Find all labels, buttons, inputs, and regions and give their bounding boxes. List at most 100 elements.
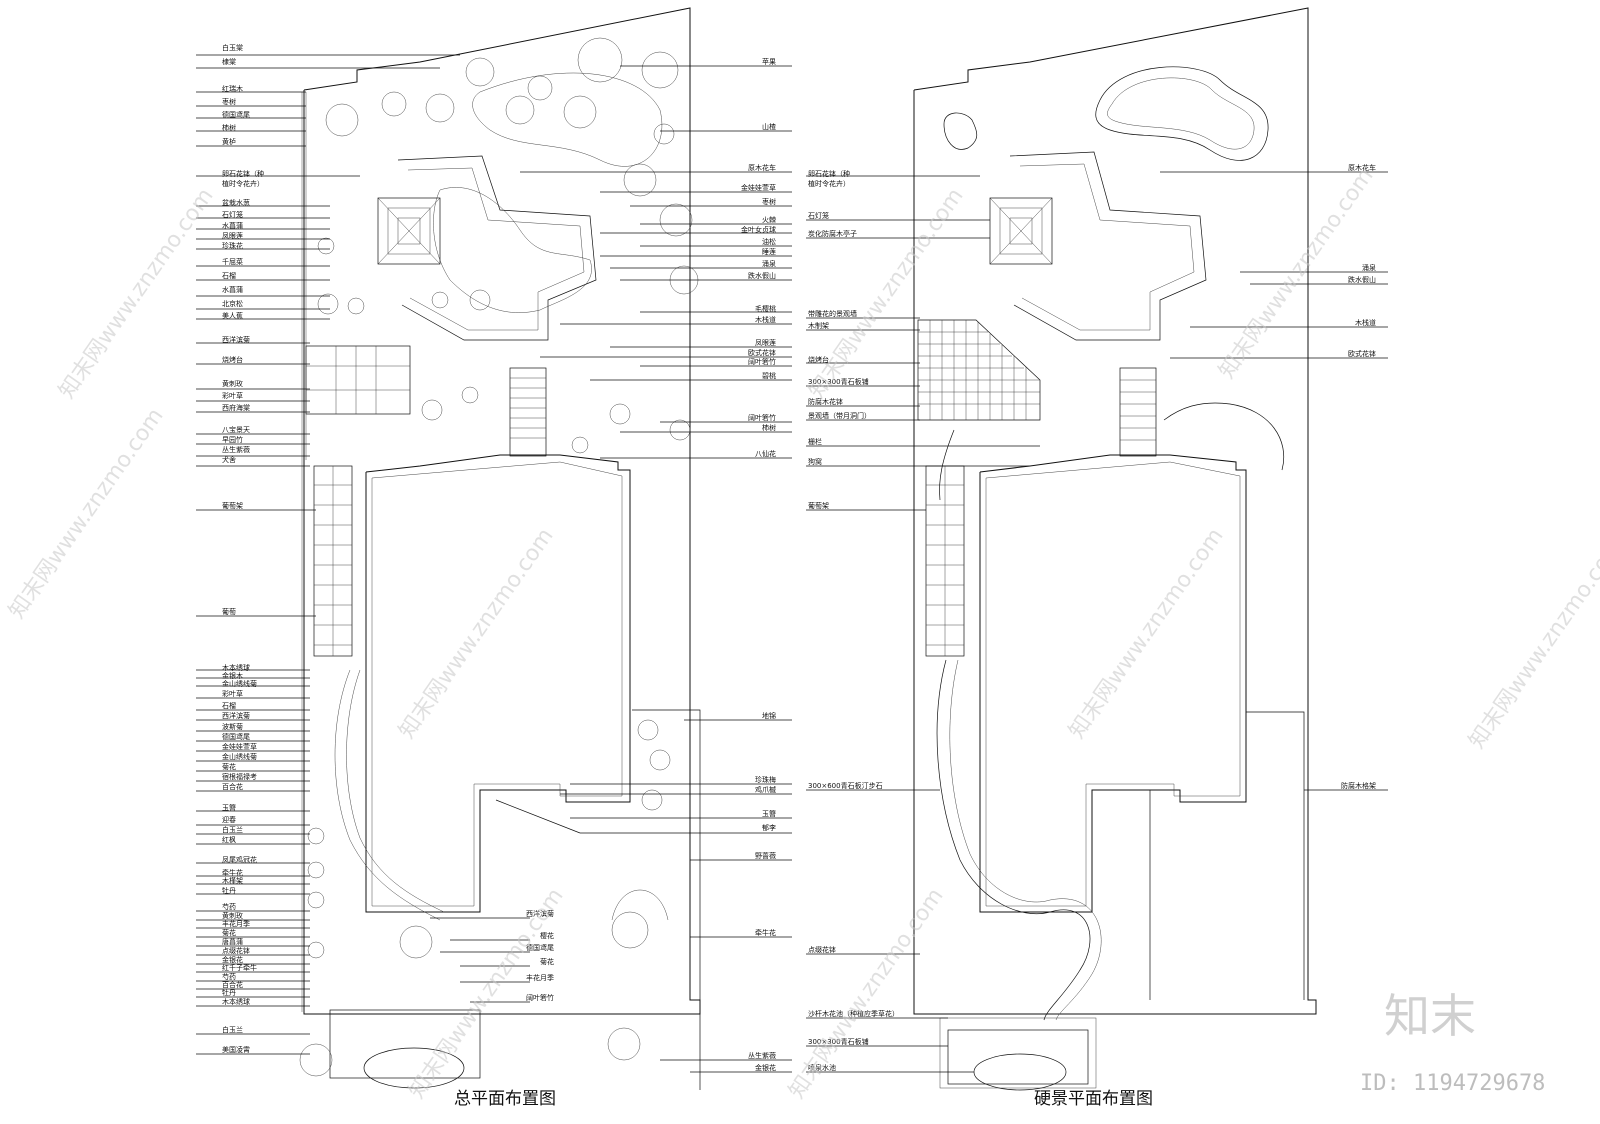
plan-label: 金娃娃萱草: [222, 742, 257, 751]
plan-label: 金银花: [222, 955, 243, 964]
plan-label: 金银木: [222, 671, 243, 680]
plan-label: 丛生紫薇: [222, 445, 250, 454]
watermark-site-2: 知末网www.znzmo.com: [394, 524, 558, 744]
plan-label: 睡莲: [762, 247, 776, 256]
plan-label: 沙杆木花池（种植应季草花）: [808, 1009, 899, 1018]
plan-label: 牡丹: [222, 886, 236, 895]
plan-label: 木本绣球: [222, 663, 250, 672]
plan-label: 美人蕉: [222, 311, 243, 320]
plan-label: 彩叶草: [222, 689, 243, 698]
plan-label: 景观墙（带月洞门）: [808, 411, 871, 420]
plan-label: 水菖蒲: [222, 221, 243, 230]
plan-label: 阔叶箬竹: [748, 413, 776, 422]
plan-label: 碧桃: [762, 371, 776, 380]
plan-label: 宿根福禄考: [222, 772, 257, 781]
plan-label: 石灯笼: [808, 211, 829, 220]
plan-label: 欧式花钵: [748, 348, 776, 357]
plan-label: 金叶女贞球: [741, 225, 776, 234]
plan-label: 波斯菊: [222, 722, 243, 731]
plan-label: 卵石花钵（种: [808, 169, 850, 178]
plan-label: 油松: [762, 237, 776, 246]
plan-label: 防腐木花钵: [808, 397, 843, 406]
plan-label: 阔叶箬竹: [748, 357, 776, 366]
plan-label: 芍药: [222, 902, 236, 911]
plan-label: 迎春: [222, 815, 236, 824]
watermark-site-3: 知末网www.znzmo.com: [804, 184, 968, 404]
plan-label: 西洋滨菊: [222, 711, 250, 720]
plan-label: 西洋滨菊: [222, 335, 250, 344]
plant-labels-master-right: 苹果山楂原木花车金娃娃萱草枣树火棘金叶女贞球油松睡莲涌泉跌水假山毛樱桃木栈道凤眼…: [741, 57, 776, 1072]
plan-label: 石榴: [222, 701, 236, 710]
hardscape-plan: [806, 7, 1388, 1091]
watermark-brand: 知末: [1384, 989, 1476, 1043]
plan-label: 木制架: [808, 321, 829, 330]
watermark-site-9: 知末网www.znzmo.com: [1464, 534, 1600, 754]
plan-label: 木槿架: [222, 876, 243, 885]
plan-label: 珍珠梅: [755, 775, 776, 784]
plan-label: 玉簪: [222, 803, 236, 812]
plan-label: 白玉兰: [222, 1025, 243, 1034]
plan-label: 点缀花钵: [808, 945, 836, 954]
plan-label: 300×300青石板铺: [808, 377, 869, 386]
plan-label: 黄刺玫: [222, 911, 243, 920]
plan-label: 石榴: [222, 271, 236, 280]
plan-label: 野蔷薇: [755, 851, 776, 860]
hardscape-plan-title: 硬景平面布置图: [1034, 1089, 1153, 1109]
plan-label: 黄栌: [222, 137, 236, 146]
plan-label: 金银花: [755, 1063, 776, 1072]
plan-label: 黄刺玫: [222, 379, 243, 388]
plan-label: 阔叶箬竹: [526, 993, 554, 1002]
plan-label: 木栈道: [755, 315, 776, 324]
plan-label: 犬舍: [222, 455, 236, 464]
plan-label: 樱花: [540, 931, 554, 940]
watermark: 知末网www.znzmo.com 知末网www.znzmo.com 知末网www…: [4, 164, 1600, 1104]
plan-label: 300×600青石板汀步石: [808, 781, 883, 790]
plan-label: 德国鸢尾: [222, 732, 250, 741]
plan-label: 盆栽水葱: [222, 198, 250, 207]
plan-label: 金娃娃萱草: [741, 183, 776, 192]
plan-label: 玉簪: [762, 809, 776, 818]
plan-label: 山楂: [762, 122, 776, 131]
plan-label: 菊花: [222, 928, 236, 937]
watermark-site-1: 知末网www.znzmo.com: [54, 184, 218, 404]
plan-label: 300×300青石板铺: [808, 1037, 869, 1046]
plan-label: 丰花月季: [222, 919, 250, 928]
plan-label: 烧烤台: [808, 355, 829, 364]
master-plan-title: 总平面布置图: [454, 1089, 556, 1109]
plan-label: 喷泉水池: [808, 1063, 836, 1072]
plan-label: 美国凌霄: [222, 1045, 250, 1054]
house-footprint-left: [365, 454, 631, 913]
plan-label: 植时令花卉）: [222, 179, 264, 188]
plant-labels-master-left: 白玉棠棣棠红瑞木枣树德国鸢尾柿树黄栌卵石花钵（种植时令花卉）盆栽水葱石灯笼水菖蒲…: [222, 43, 264, 1054]
plan-label: 彩叶草: [222, 391, 243, 400]
watermark-site-8: 知末网www.znzmo.com: [784, 884, 948, 1104]
plan-label: 石灯笼: [222, 210, 243, 219]
plan-label: 涌泉: [1362, 263, 1376, 272]
plan-label: 毛樱桃: [755, 304, 776, 313]
master-plan: [196, 7, 792, 1090]
plan-label: 栅栏: [808, 437, 822, 446]
plan-label: 八仙花: [755, 449, 776, 458]
plan-label: 郁李: [762, 823, 776, 832]
plan-label: 珍珠花: [222, 241, 243, 250]
plan-label: 木本绣球: [222, 997, 250, 1006]
plan-label: 百合花: [222, 782, 243, 791]
plan-label: 丛生紫薇: [748, 1051, 776, 1060]
stone-paving: [917, 319, 1041, 421]
plan-label: 丰花月季: [526, 973, 554, 982]
plan-label: 牡丹: [222, 988, 236, 997]
plan-label: 北京松: [222, 299, 243, 308]
plan-label: 跌水假山: [1348, 275, 1376, 284]
plan-label: 葡萄架: [808, 501, 829, 510]
plan-label: 炭化防腐木亭子: [808, 229, 857, 238]
plan-label: 植时令花卉）: [808, 179, 850, 188]
plan-label: 带雕花的景观墙: [808, 309, 857, 318]
plan-label: 原木花车: [1348, 163, 1376, 172]
watermark-site-4: 知末网www.znzmo.com: [1064, 524, 1228, 744]
leader-lines-right: [495, 65, 792, 1073]
leader-lines-right-plan-left: [806, 175, 1040, 1073]
plan-label: 白玉棠: [222, 43, 243, 52]
